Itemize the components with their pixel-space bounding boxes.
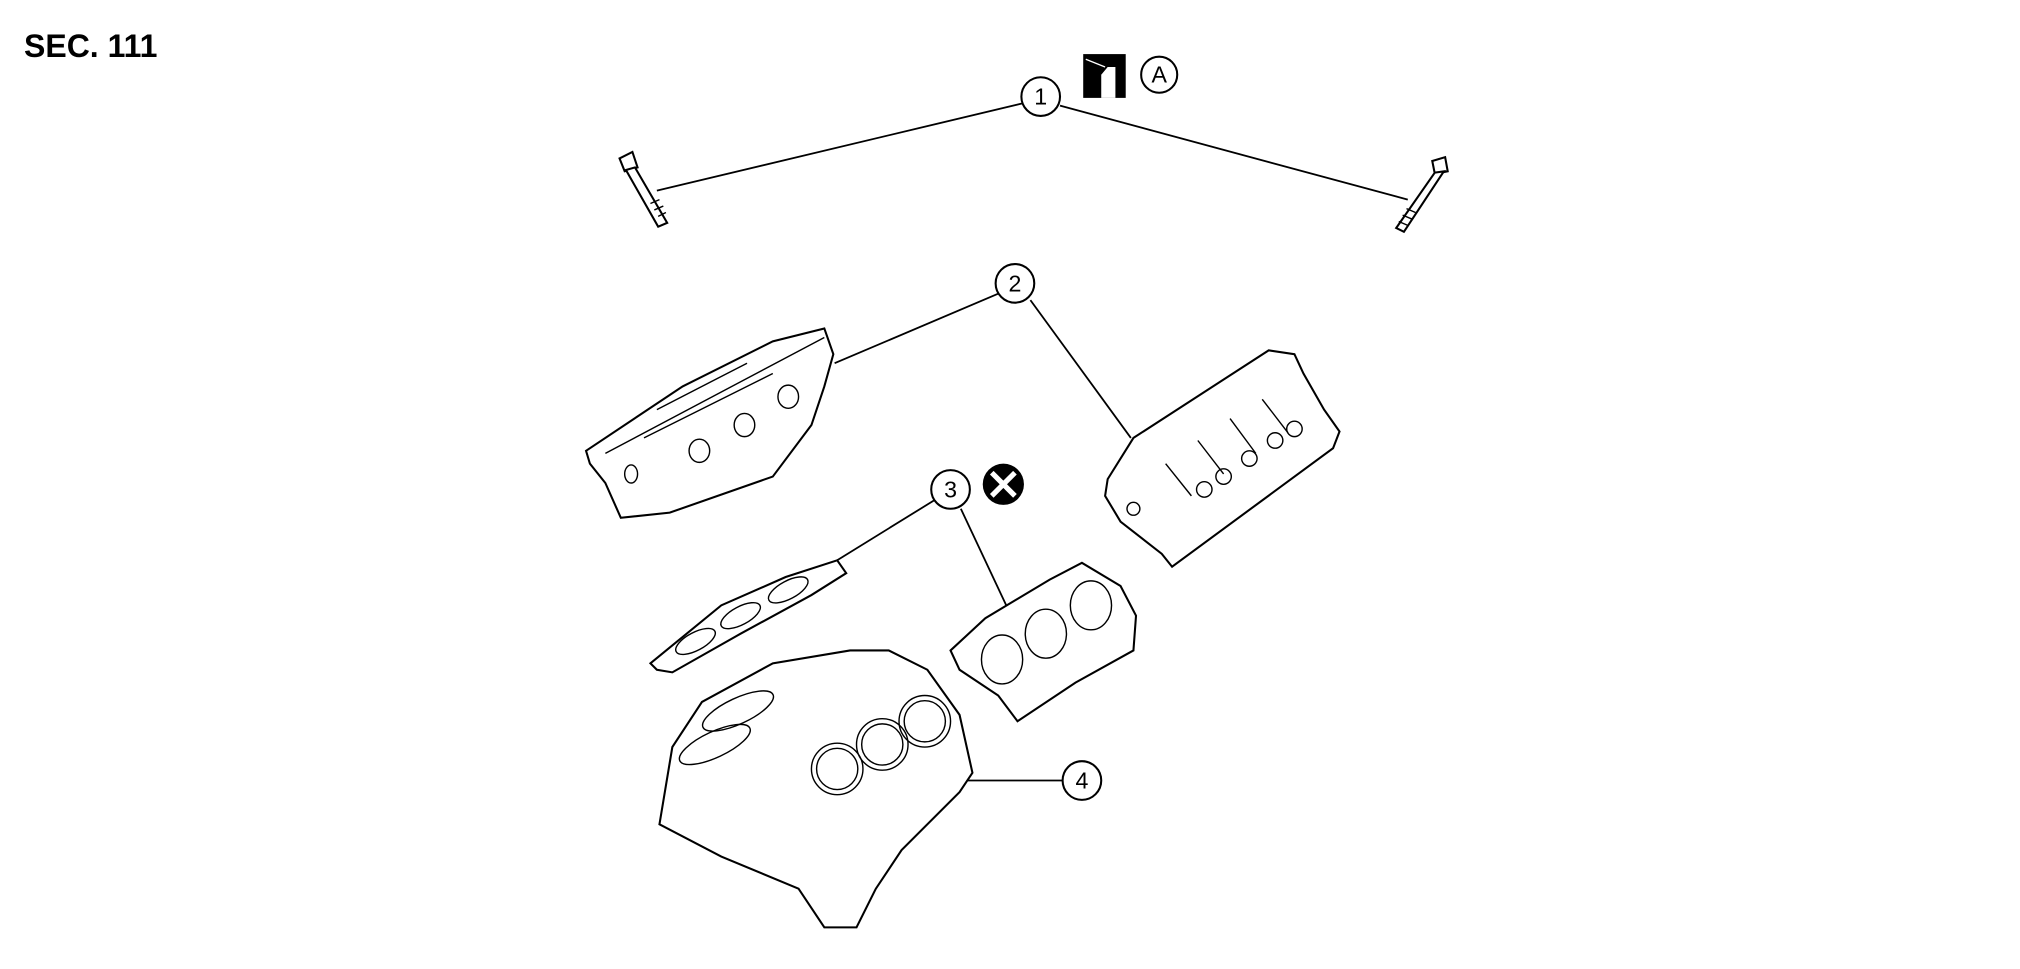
leader-lines <box>656 102 1409 782</box>
callout-number: 3 <box>944 476 957 502</box>
callout-1: 1 <box>1020 76 1062 117</box>
gasket-left <box>648 559 848 674</box>
do-not-reuse-icon <box>982 463 1024 505</box>
callout-3: 3 <box>930 469 971 510</box>
oil-can-icon <box>1083 54 1126 98</box>
bolt-left <box>618 150 669 228</box>
callout-number: 1 <box>1034 84 1047 110</box>
callout-number: 2 <box>1008 270 1021 296</box>
bolt-right <box>1394 155 1449 234</box>
cylinder-head-right <box>1104 349 1341 569</box>
lubricant-callout-a: A <box>1140 55 1179 94</box>
section-label: SEC. 111 <box>24 28 158 64</box>
lubricant-letter: A <box>1151 62 1167 88</box>
cylinder-head-left <box>584 327 835 519</box>
gasket-right <box>949 561 1138 723</box>
callout-number: 4 <box>1075 768 1088 794</box>
callout-4: 4 <box>1061 760 1103 801</box>
callout-2: 2 <box>994 263 1036 304</box>
cylinder-block <box>658 649 974 929</box>
